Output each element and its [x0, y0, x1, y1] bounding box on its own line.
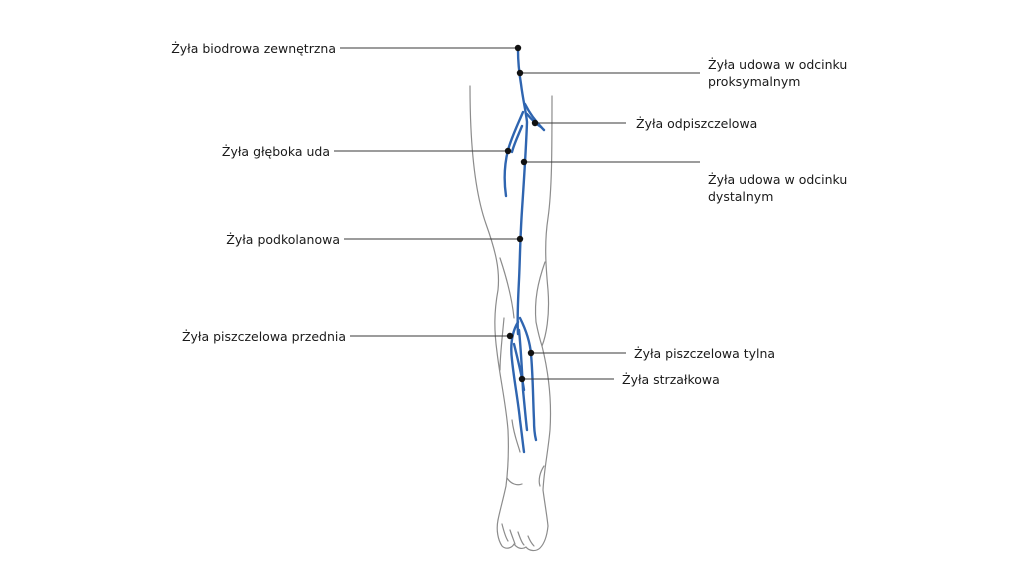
- label-femoral-distal-line-2: dystalnym: [708, 189, 774, 204]
- veins: [503, 48, 546, 454]
- dot-anterior-tibial: [506, 332, 514, 340]
- dot-posterior-tibial: [527, 349, 535, 357]
- shin-contour: [499, 317, 505, 371]
- label-femoral-distal: Żyła udowa w odcinku dystalnym: [708, 171, 847, 205]
- toe-4: [527, 535, 535, 547]
- dot-popliteal: [516, 235, 524, 243]
- vein-tibial-parallel: [512, 342, 526, 392]
- dot-external-iliac: [514, 44, 522, 52]
- label-posterior-tibial: Żyła piszczelowa tylna: [634, 346, 776, 361]
- label-femoral-distal-line-1: Żyła udowa w odcinku: [708, 172, 848, 187]
- vein-great-saphenous-branch: [523, 102, 546, 132]
- label-peroneal: Żyła strzałkowa: [622, 372, 720, 387]
- toe-3: [517, 531, 525, 546]
- leader-lines: [334, 47, 700, 380]
- toe-2: [509, 529, 516, 545]
- foot-outline: [496, 519, 549, 552]
- leg-outline-left: [469, 85, 509, 521]
- toe-1: [501, 523, 509, 542]
- label-deep-femoral: Żyła głęboka uda: [221, 144, 330, 159]
- dot-peroneal: [518, 375, 526, 383]
- dot-femoral-distal: [520, 158, 528, 166]
- label-external-iliac: Żyła biodrowa zewnętrzna: [171, 41, 336, 56]
- label-femoral-proximal-line-2: proksymalnym: [708, 74, 801, 89]
- label-anterior-tibial: Żyła piszczelowa przednia: [181, 329, 346, 344]
- knee-contour-2: [534, 261, 546, 347]
- shin-contour-2: [511, 419, 521, 453]
- label-femoral-proximal-line-1: Żyła udowa w odcinku: [708, 57, 848, 72]
- vein-posterior-tibial: [518, 316, 538, 442]
- label-femoral-proximal: Żyła udowa w odcinku proksymalnym: [708, 56, 847, 90]
- vein-deep-femoral-2: [510, 124, 524, 154]
- ankle-contour: [506, 477, 523, 486]
- vein-iliac-femoral-main: [516, 48, 529, 336]
- dot-great-saphenous: [531, 119, 539, 127]
- anchor-dots: [504, 44, 539, 383]
- leg-outline-right: [541, 95, 553, 527]
- dot-femoral-proximal: [516, 69, 524, 77]
- ankle-contour-2: [538, 465, 545, 487]
- knee-contour: [499, 257, 515, 319]
- vein-anterior-tibial: [510, 320, 526, 454]
- leg-outline: [469, 85, 553, 552]
- label-great-saphenous: Żyła odpiszczelowa: [636, 116, 758, 131]
- label-popliteal: Żyła podkolanowa: [226, 232, 340, 247]
- dot-deep-femoral: [504, 147, 512, 155]
